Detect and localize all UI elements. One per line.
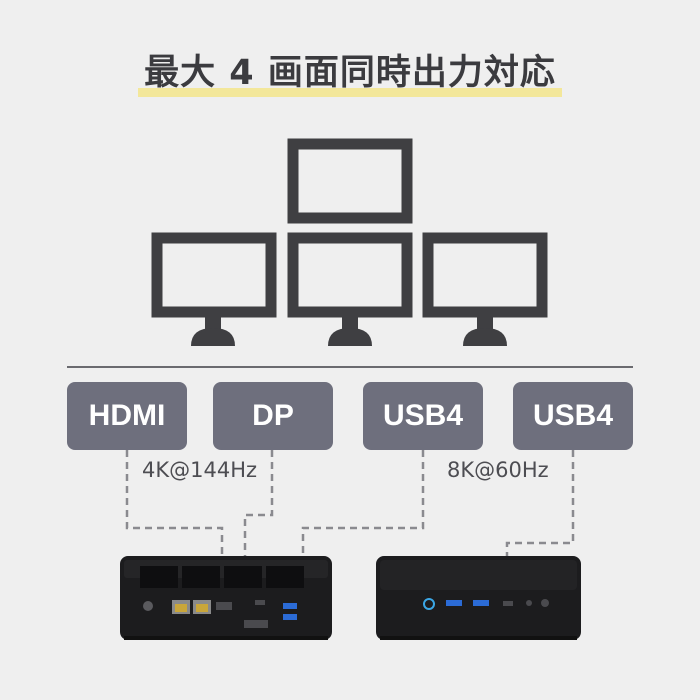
monitor-icon-1 <box>151 232 277 346</box>
monitor-icon-top <box>287 138 413 224</box>
port-label-usb4-2: USB4 <box>513 382 633 450</box>
page-title: 最大 4 画面同時出力対応 <box>138 50 562 100</box>
port-label-dp: DP <box>213 382 333 450</box>
monitor-icon-2 <box>287 232 413 346</box>
dc-in-port-icon <box>143 601 153 611</box>
title-wrap: 最大 4 画面同時出力対応 <box>0 50 700 100</box>
front-usb-c-port-icon <box>503 601 513 606</box>
mini-pc-front <box>376 556 581 640</box>
power-icon <box>423 598 435 610</box>
spec-right: 8K@60Hz <box>443 456 553 484</box>
port-label-hdmi: HDMI <box>67 382 187 450</box>
audio-jack-icon <box>526 600 532 606</box>
mini-pc-back <box>120 556 332 640</box>
usb-a-port-icon <box>283 603 297 609</box>
monitor-icon-3 <box>422 232 548 346</box>
front-usb-a-port-icon <box>446 600 462 606</box>
hdmi-port-icon <box>216 602 232 610</box>
spec-left: 4K@144Hz <box>138 456 262 484</box>
dp-port-icon <box>244 620 268 628</box>
usb-c-port-icon <box>255 600 265 605</box>
port-label-usb4-1: USB4 <box>363 382 483 450</box>
